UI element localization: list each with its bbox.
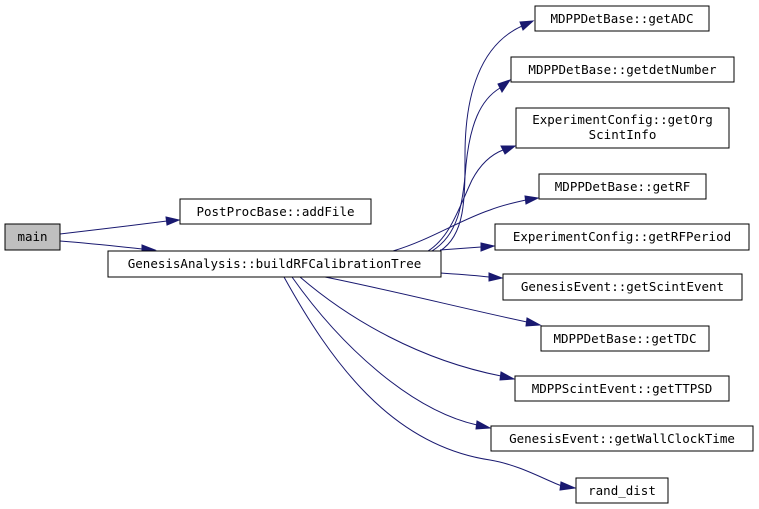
node-rand_dist-label: rand_dist: [588, 483, 656, 498]
node-build-label: GenesisAnalysis::buildRFCalibrationTree: [128, 256, 422, 271]
edge-build-to-getTDC: [324, 276, 542, 327]
node-main[interactable]: main: [4, 223, 61, 251]
edge-build-to-getTTPSD: [299, 276, 516, 381]
edge-build-to-getADC: [439, 20, 535, 252]
node-getTTPSD-label: MDPPScintEvent::getTTPSD: [532, 381, 713, 396]
edge-build-to-getdetNumber: [431, 79, 512, 252]
node-getTDC[interactable]: MDPPDetBase::getTDC: [540, 325, 710, 352]
node-getADC-label: MDPPDetBase::getADC: [551, 11, 694, 26]
node-addFile[interactable]: PostProcBase::addFile: [179, 198, 372, 225]
node-getdetNumber-label: MDPPDetBase::getdetNumber: [528, 62, 717, 77]
node-rand_dist[interactable]: rand_dist: [575, 477, 669, 504]
node-getOrgScintInfo-label-line1: ExperimentConfig::getOrg: [532, 112, 713, 127]
edge-build-to-rand_dist: [283, 276, 577, 491]
node-getADC[interactable]: MDPPDetBase::getADC: [534, 5, 710, 32]
node-getRF[interactable]: MDPPDetBase::getRF: [538, 173, 707, 200]
node-addFile-label: PostProcBase::addFile: [196, 204, 354, 219]
edge-build-to-getOrgScintInfo: [427, 145, 517, 252]
node-getScintEvent-label: GenesisEvent::getScintEvent: [521, 279, 724, 294]
node-getTDC-label: MDPPDetBase::getTDC: [554, 331, 697, 346]
edge-build-to-getWallClockTime: [291, 276, 492, 430]
node-getOrgScintInfo-label-line2: ScintInfo: [589, 127, 657, 142]
node-getdetNumber[interactable]: MDPPDetBase::getdetNumber: [510, 56, 735, 83]
node-getScintEvent[interactable]: GenesisEvent::getScintEvent: [502, 273, 743, 301]
edge-build-to-getScintEvent: [439, 272, 504, 282]
node-getRFPeriod-label: ExperimentConfig::getRFPeriod: [513, 229, 731, 244]
node-getOrgScintInfo[interactable]: ExperimentConfig::getOrg ScintInfo: [515, 107, 730, 149]
node-getWallClockTime[interactable]: GenesisEvent::getWallClockTime: [490, 425, 754, 452]
node-build[interactable]: GenesisAnalysis::buildRFCalibrationTree: [107, 250, 442, 278]
edge-build-to-getRFPeriod: [439, 242, 496, 252]
node-getRFPeriod[interactable]: ExperimentConfig::getRFPeriod: [494, 223, 750, 251]
node-main-label: main: [17, 229, 47, 244]
edge-build-to-getRF: [392, 195, 540, 252]
node-getRF-label: MDPPDetBase::getRF: [555, 179, 690, 194]
node-getWallClockTime-label: GenesisEvent::getWallClockTime: [509, 431, 735, 446]
node-getTTPSD[interactable]: MDPPScintEvent::getTTPSD: [514, 375, 730, 402]
edge-main-to-addFile: [59, 216, 181, 235]
